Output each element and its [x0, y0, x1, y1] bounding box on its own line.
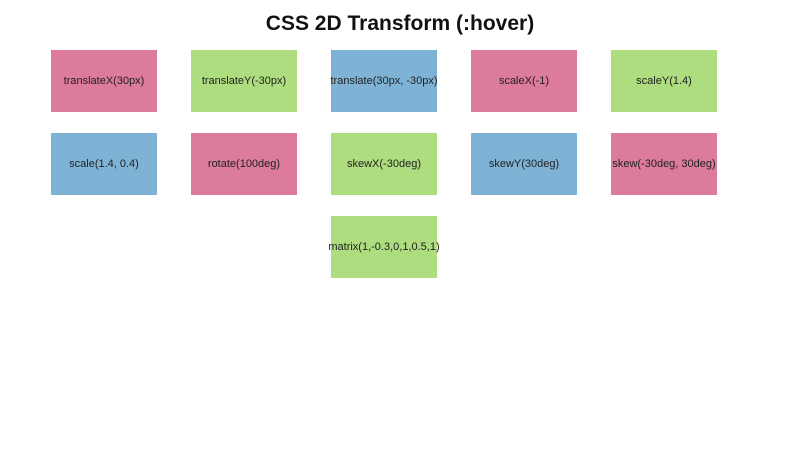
box-skewx[interactable]: skewX(-30deg) — [331, 133, 437, 195]
box-rotate[interactable]: rotate(100deg) — [191, 133, 297, 195]
box-translate[interactable]: translate(30px, -30px) — [331, 50, 438, 112]
box-translatey[interactable]: translateY(-30px) — [191, 50, 297, 112]
box-scaley[interactable]: scaleY(1.4) — [611, 50, 717, 112]
page-title: CSS 2D Transform (:hover) — [265, 12, 535, 35]
box-skew[interactable]: skew(-30deg, 30deg) — [611, 133, 717, 195]
box-matrix[interactable]: matrix(1,-0.3,0,1,0.5,1) — [328, 216, 440, 278]
box-skewy[interactable]: skewY(30deg) — [471, 133, 577, 195]
box-scalex[interactable]: scaleX(-1) — [471, 50, 577, 112]
transform-demo-grid: translateX(30px) translateY(-30px) trans… — [51, 50, 721, 278]
box-translatex[interactable]: translateX(30px) — [51, 50, 157, 112]
box-scale[interactable]: scale(1.4, 0.4) — [51, 133, 157, 195]
